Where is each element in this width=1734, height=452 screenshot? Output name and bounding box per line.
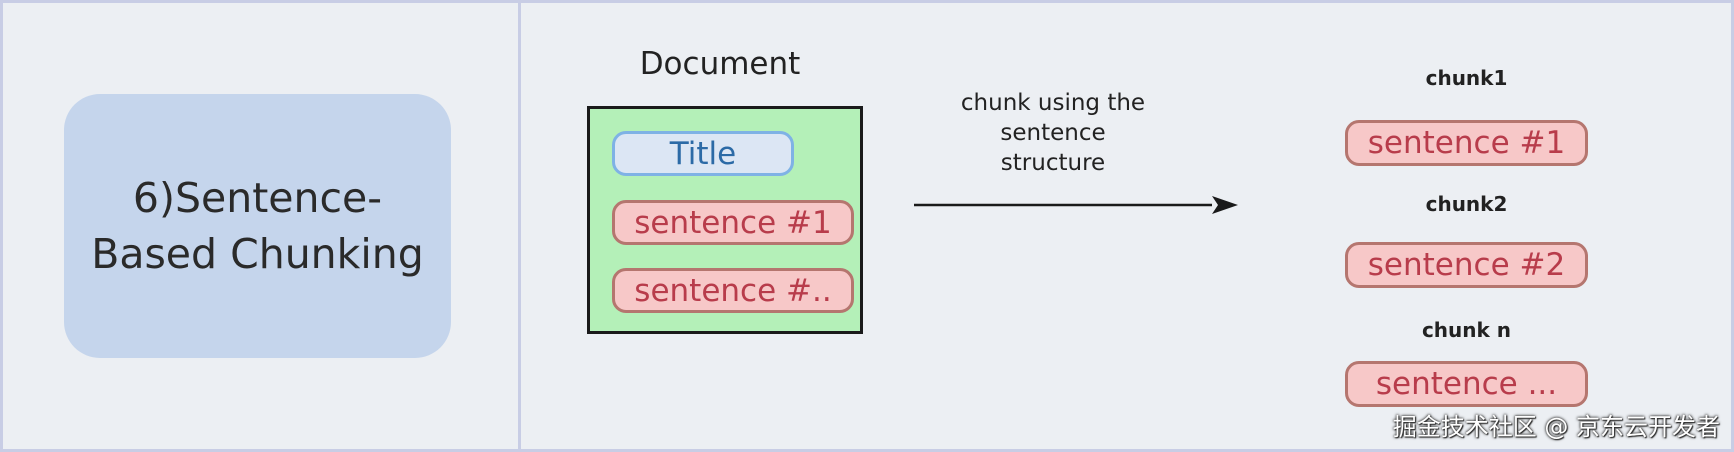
heading-box: 6)Sentence-Based Chunking — [64, 94, 451, 358]
document-sentence-pill: sentence #.. — [612, 268, 854, 313]
document-sentence-pill: sentence #1 — [612, 200, 854, 245]
watermark-text: 掘金技术社区 @ 京东云开发者 — [1392, 413, 1720, 441]
panel-divider — [518, 0, 521, 452]
chunk-sentence-pill: sentence #2 — [1345, 242, 1588, 288]
chunk-sentence-pill: sentence ... — [1345, 361, 1588, 407]
chunk-label: chunk1 — [1425, 66, 1508, 90]
title-pill: Title — [612, 131, 794, 176]
document-box: Title sentence #1 sentence #.. — [587, 106, 863, 334]
arrow-caption: chunk using the sentence structure — [960, 90, 1146, 176]
heading-text: 6)Sentence-Based Chunking — [91, 174, 424, 278]
chunk-label: chunk n — [1421, 318, 1512, 342]
right-arrow-icon — [914, 196, 1238, 214]
document-label: Document — [639, 46, 801, 82]
chunk-label: chunk2 — [1425, 192, 1508, 216]
chunk-sentence-pill: sentence #1 — [1345, 120, 1588, 166]
